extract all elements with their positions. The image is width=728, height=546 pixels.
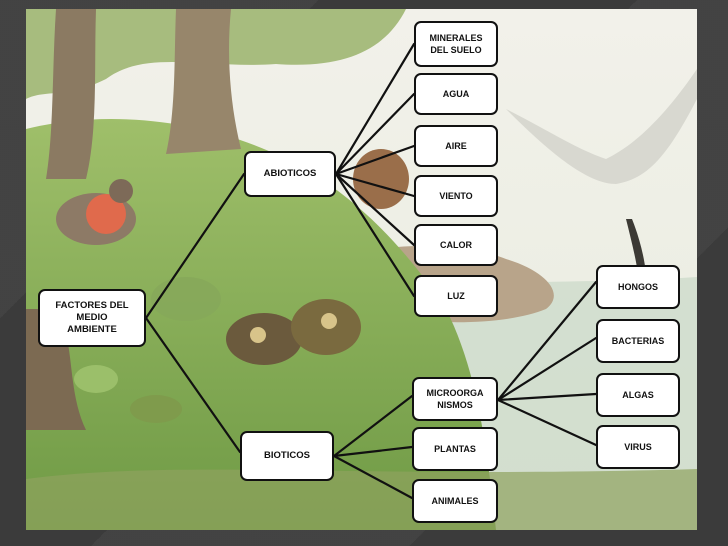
node-hongos: HONGOS	[596, 265, 680, 309]
connector-micro-virus	[496, 398, 598, 447]
connector-abioticos-agua	[334, 92, 416, 176]
node-bioticos: BIOTICOS	[240, 431, 334, 481]
connector-abioticos-calor	[334, 172, 416, 247]
connector-abioticos-minerales	[334, 42, 416, 176]
connector-bioticos-plantas	[332, 445, 414, 458]
node-bacterias: BACTERIAS	[596, 319, 680, 363]
node-minerales-del-suelo: MINERALES DEL SUELO	[414, 21, 498, 67]
connector-micro-hongos	[496, 280, 598, 402]
connector-micro-bacterias	[496, 336, 598, 402]
node-aire: AIRE	[414, 125, 498, 167]
node-animales: ANIMALES	[412, 479, 498, 523]
node-microorganismos: MICROORGA NISMOS	[412, 377, 498, 421]
connector-bioticos-animales	[332, 454, 414, 500]
node-virus: VIRUS	[596, 425, 680, 469]
node-agua: AGUA	[414, 73, 498, 115]
connector-abioticos-viento	[334, 172, 416, 198]
node-abioticos: ABIOTICOS	[244, 151, 336, 197]
node-calor: CALOR	[414, 224, 498, 266]
node-plantas: PLANTAS	[412, 427, 498, 471]
connector-root-bioticos	[144, 316, 242, 454]
node-luz: LUZ	[414, 275, 498, 317]
node-factores-medio-ambiente: FACTORES DEL MEDIO AMBIENTE	[38, 289, 146, 347]
connector-abioticos-aire	[334, 144, 416, 176]
connector-root-abioticos	[144, 172, 246, 320]
connector-bioticos-micro	[332, 394, 414, 458]
node-algas: ALGAS	[596, 373, 680, 417]
connector-micro-algas	[496, 392, 598, 402]
node-viento: VIENTO	[414, 175, 498, 217]
connector-abioticos-luz	[334, 172, 416, 298]
connector-lines	[144, 42, 598, 500]
slide-canvas: FACTORES DEL MEDIO AMBIENTE ABIOTICOS BI…	[26, 9, 697, 530]
